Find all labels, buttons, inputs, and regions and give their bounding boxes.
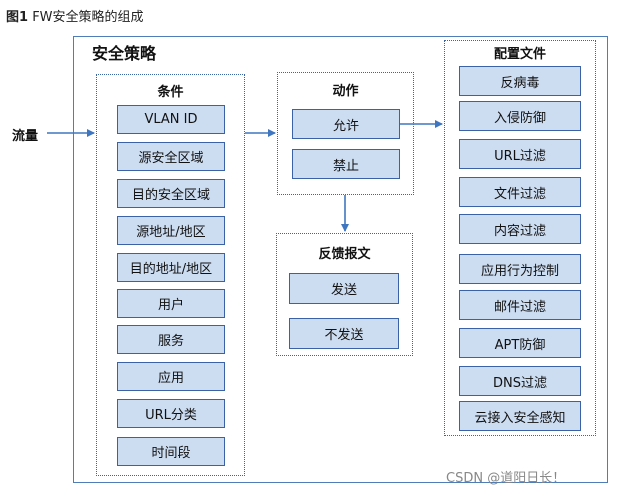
profile-apt-defense: APT防御 (459, 328, 581, 358)
profile-ips: 入侵防御 (459, 101, 581, 131)
security-policy-title: 安全策略 (92, 44, 157, 63)
actions-title: 动作 (332, 84, 359, 99)
profile-app-behavior: 应用行为控制 (459, 254, 581, 284)
condition-dest-zone: 目的安全区域 (117, 179, 225, 208)
watermark: CSDN @道阳日长！ (446, 471, 566, 486)
action-permit: 允许 (292, 109, 400, 139)
feedback-send: 发送 (289, 273, 399, 304)
condition-source-address: 源地址/地区 (117, 216, 225, 245)
profile-cloud-access: 云接入安全感知 (459, 401, 581, 431)
condition-user: 用户 (117, 289, 225, 318)
condition-time-range: 时间段 (117, 437, 225, 466)
profile-content-filter: 内容过滤 (459, 214, 581, 244)
conditions-title: 条件 (157, 85, 184, 100)
feedback-title: 反馈报文 (318, 247, 371, 262)
profile-dns-filter: DNS过滤 (459, 366, 581, 396)
condition-dest-address: 目的地址/地区 (117, 253, 225, 282)
condition-service: 服务 (117, 325, 225, 354)
profile-url-filter: URL过滤 (459, 139, 581, 169)
conditions-group (96, 74, 245, 476)
figure-caption: 图1 FW安全策略的组成 (6, 6, 144, 25)
actions-group (277, 72, 414, 195)
caption-text: FW安全策略的组成 (32, 10, 144, 25)
traffic-label: 流量 (12, 129, 39, 144)
condition-vlan-id: VLAN ID (117, 105, 225, 134)
profiles-group (444, 40, 596, 436)
security-policy-frame (73, 36, 608, 483)
feedback-no-send: 不发送 (289, 318, 399, 349)
condition-source-zone: 源安全区域 (117, 142, 225, 171)
profiles-title: 配置文件 (493, 47, 546, 62)
feedback-group (276, 233, 413, 356)
condition-url-category: URL分类 (117, 399, 225, 428)
caption-number: 图1 (6, 10, 29, 25)
profile-mail-filter: 邮件过滤 (459, 290, 581, 320)
profile-file-filter: 文件过滤 (459, 177, 581, 207)
profile-antivirus: 反病毒 (459, 66, 581, 96)
action-deny: 禁止 (292, 149, 400, 179)
condition-application: 应用 (117, 362, 225, 391)
